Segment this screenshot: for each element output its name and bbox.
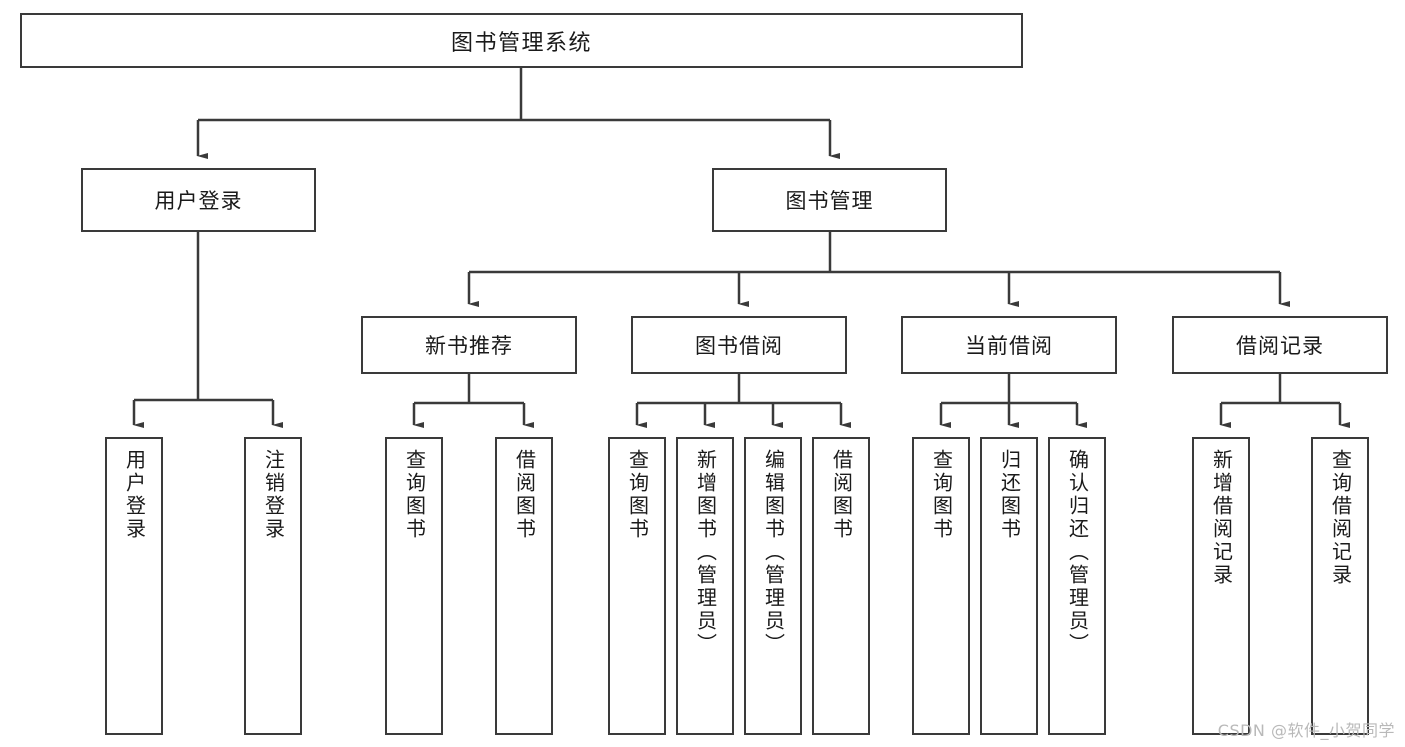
node-label: 查询图书 <box>929 449 954 541</box>
node-leaf-add-book-admin[interactable]: 新增图书（管理员） <box>676 437 734 735</box>
node-leaf-query-book-recommend[interactable]: 查询图书 <box>385 437 443 735</box>
node-leaf-edit-book-admin[interactable]: 编辑图书（管理员） <box>744 437 802 735</box>
node-label: 借阅图书 <box>829 449 854 541</box>
node-label: 编辑图书（管理员） <box>761 449 786 656</box>
node-label: 借阅记录 <box>1236 334 1324 358</box>
node-leaf-borrow-book-recommend[interactable]: 借阅图书 <box>495 437 553 735</box>
node-label: 查询图书 <box>625 449 650 541</box>
node-borrow-record[interactable]: 借阅记录 <box>1172 316 1388 374</box>
node-leaf-borrow-book[interactable]: 借阅图书 <box>812 437 870 735</box>
node-leaf-query-book-current[interactable]: 查询图书 <box>912 437 970 735</box>
node-label: 新增借阅记录 <box>1209 449 1234 587</box>
node-leaf-user-login[interactable]: 用户登录 <box>105 437 163 735</box>
node-label: 当前借阅 <box>965 334 1053 358</box>
node-label: 新增图书（管理员） <box>693 449 718 656</box>
node-label: 图书管理系统 <box>450 30 592 56</box>
node-label: 归还图书 <box>997 449 1022 541</box>
node-label: 新书推荐 <box>425 334 513 358</box>
node-label: 图书借阅 <box>695 334 783 358</box>
node-label: 确认归还（管理员） <box>1065 449 1090 656</box>
node-current-borrow[interactable]: 当前借阅 <box>901 316 1117 374</box>
node-book-borrow[interactable]: 图书借阅 <box>631 316 847 374</box>
node-leaf-confirm-return-admin[interactable]: 确认归还（管理员） <box>1048 437 1106 735</box>
node-label: 用户登录 <box>154 189 243 213</box>
node-label: 图书管理 <box>785 189 874 213</box>
node-user-login[interactable]: 用户登录 <box>81 168 316 232</box>
node-label: 注销登录 <box>261 449 286 541</box>
node-book-management[interactable]: 图书管理 <box>712 168 947 232</box>
watermark: CSDN @软件_小贺同学 <box>1217 721 1395 740</box>
node-leaf-query-borrow-record[interactable]: 查询借阅记录 <box>1311 437 1369 735</box>
node-leaf-query-book-borrow[interactable]: 查询图书 <box>608 437 666 735</box>
node-label: 借阅图书 <box>512 449 537 541</box>
node-label: 用户登录 <box>122 449 147 541</box>
node-leaf-return-book[interactable]: 归还图书 <box>980 437 1038 735</box>
node-leaf-add-borrow-record[interactable]: 新增借阅记录 <box>1192 437 1250 735</box>
node-new-book-recommend[interactable]: 新书推荐 <box>361 316 577 374</box>
node-label: 查询借阅记录 <box>1328 449 1353 587</box>
node-root-system[interactable]: 图书管理系统 <box>20 13 1023 68</box>
node-leaf-logout[interactable]: 注销登录 <box>244 437 302 735</box>
node-label: 查询图书 <box>402 449 427 541</box>
